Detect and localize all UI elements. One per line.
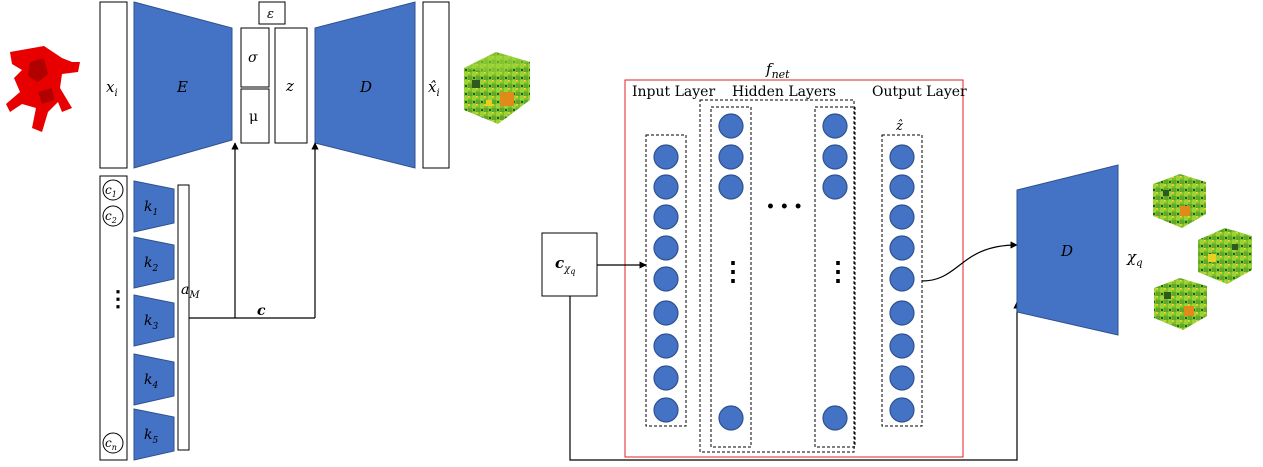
query-c-label: cχq (555, 254, 575, 276)
output-neuron-5 (889, 266, 915, 292)
sigma-label: σ (248, 50, 258, 66)
kernel-1-label: k1 (144, 199, 158, 218)
query-output-label: χq (1126, 248, 1143, 269)
fnet-frame (624, 79, 964, 458)
input-neuron-6 (653, 300, 679, 326)
input-shape-red (6, 46, 80, 132)
query-decoder-label: D (1060, 242, 1073, 260)
decoder-trapezoid (314, 1, 416, 169)
kernel-2-label: k2 (144, 255, 158, 274)
output-xhat-box (422, 1, 450, 169)
input-neuron-9 (653, 397, 679, 423)
fnet-title: fnet (765, 60, 790, 81)
condition-c1 (102, 179, 124, 201)
output-layer-label: Output Layer (872, 84, 967, 100)
conditions-vdots: ⋮ (107, 286, 129, 312)
condition-cn-label: cn (105, 436, 117, 452)
hidden2-neuron-4 (822, 405, 848, 431)
input-xi-label: xi (106, 78, 118, 99)
kernel-2 (133, 236, 175, 289)
input-neuron-7 (653, 333, 679, 359)
kernel-5 (133, 408, 175, 461)
query-to-decoder-arrow (569, 296, 1021, 461)
z-hat-label: ẑ (895, 119, 903, 134)
generated-voxel-cube-1 (1153, 174, 1206, 228)
condition-c2 (102, 205, 124, 227)
condition-c2-label: c2 (105, 209, 117, 225)
output-to-decoder-arrow (921, 241, 1018, 282)
output-neuron-7 (889, 333, 915, 359)
hidden1-neuron-2 (718, 144, 744, 170)
output-neuron-1 (889, 144, 915, 170)
decoder-label: D (359, 78, 372, 96)
hidden-hdots: • • • (766, 199, 803, 215)
latent-z-label: z (285, 77, 294, 95)
kernel-1 (133, 180, 175, 233)
neuron-group (653, 113, 915, 431)
hidden1-neuron-4 (718, 405, 744, 431)
generated-voxel-cube-2 (1198, 228, 1252, 284)
input-neuron-1 (653, 144, 679, 170)
output-neuron-4 (889, 235, 915, 261)
condition-cn (102, 432, 124, 454)
kernel-3 (133, 294, 175, 347)
hidden-layers-box (699, 99, 855, 453)
condition-c1-label: c1 (105, 183, 117, 199)
kernel-4 (133, 353, 175, 406)
kernel-5-label: k5 (144, 427, 158, 446)
input-xi-box (99, 1, 128, 169)
kernel-group: k1 k2 k3 k4 k5 (133, 180, 175, 461)
hidden2-neuron-3 (822, 174, 848, 200)
kernel-4-label: k4 (144, 372, 158, 391)
hidden1-neuron-3 (718, 174, 744, 200)
output-xhat-label: x̂i (428, 78, 440, 99)
epsilon-label: ε (267, 7, 274, 22)
input-neuron-8 (653, 365, 679, 391)
sigma-box (240, 27, 270, 88)
hidden-2-vdots: ⋮ (825, 257, 851, 287)
hidden2-neuron-2 (822, 144, 848, 170)
reconstructed-voxel-cube (464, 52, 530, 124)
c-vector-label: c (257, 303, 266, 319)
input-neuron-4 (653, 235, 679, 261)
hidden-1-vdots: ⋮ (720, 257, 746, 287)
output-neuron-3 (889, 204, 915, 230)
hidden-layer-2-box (814, 106, 856, 448)
epsilon-box (258, 1, 286, 25)
aggregate-aM-box (177, 184, 190, 451)
input-neuron-3 (653, 204, 679, 230)
hidden2-neuron-1 (822, 113, 848, 139)
output-neuron-2 (889, 174, 915, 200)
input-layer-label: Input Layer (632, 84, 715, 100)
query-c-box (541, 232, 598, 297)
encoder-trapezoid (133, 1, 233, 169)
encoder-label: E (176, 78, 188, 96)
hidden1-neuron-1 (718, 113, 744, 139)
mu-box (240, 88, 270, 144)
output-neuron-8 (889, 365, 915, 391)
query-decoder-trapezoid (1016, 164, 1119, 336)
generated-voxel-cube-3 (1154, 278, 1207, 330)
hidden-layer-1-box (710, 106, 752, 448)
output-neuron-6 (889, 300, 915, 326)
input-layer-box (645, 134, 687, 427)
kernel-3-label: k3 (144, 313, 158, 332)
input-neuron-5 (653, 266, 679, 292)
latent-z-box (274, 27, 308, 144)
output-neuron-9 (889, 397, 915, 423)
hidden-layers-label: Hidden Layers (732, 84, 836, 100)
mu-label: μ (249, 109, 258, 125)
aggregate-aM-label: aM (181, 282, 200, 301)
input-neuron-2 (653, 174, 679, 200)
